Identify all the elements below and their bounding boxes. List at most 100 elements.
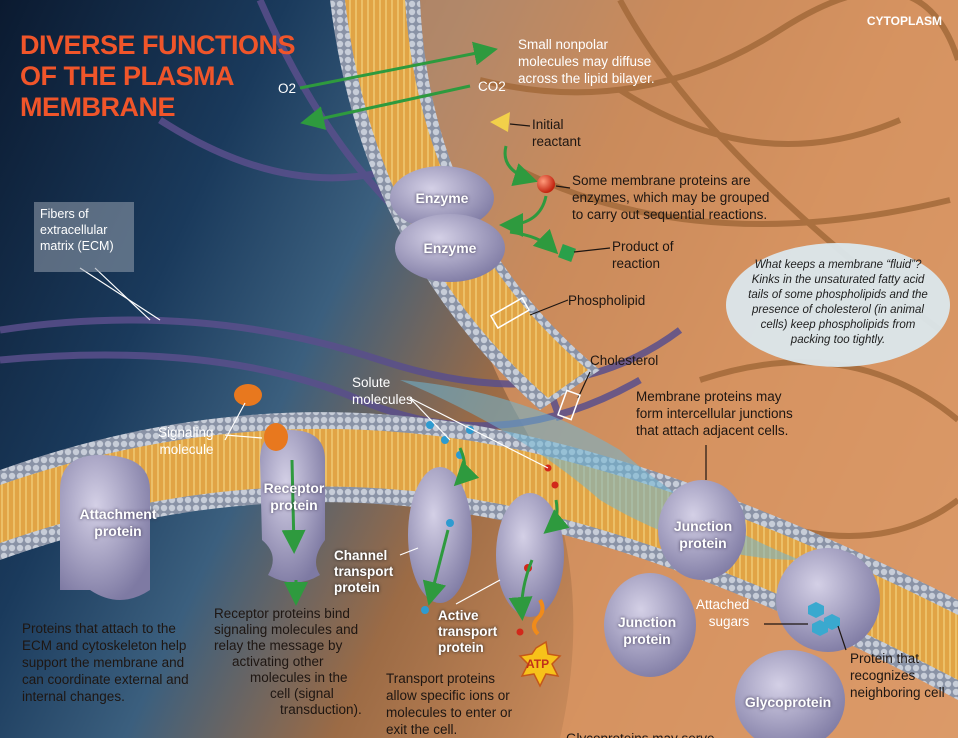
solute-line-2: molecules bbox=[352, 392, 413, 407]
intermediate-molecule bbox=[537, 175, 555, 193]
recognition-protein bbox=[776, 548, 880, 652]
active-transport-label: Active transport protein bbox=[438, 608, 497, 656]
attachment-protein-shape bbox=[60, 455, 150, 600]
sugars-line-2: sugars bbox=[708, 614, 750, 629]
junction-lower-line-1: Junction bbox=[617, 614, 677, 630]
initial-line-2: reactant bbox=[532, 134, 581, 149]
recognition-line-3: neighboring cell bbox=[850, 685, 945, 700]
co2-label: CO2 bbox=[478, 79, 506, 94]
ecm-line-2: extracellular bbox=[40, 223, 108, 237]
active-line-3: protein bbox=[438, 640, 484, 655]
diffusion-line-3: across the lipid bilayer. bbox=[518, 71, 655, 86]
title-line-1: DIVERSE FUNCTIONS bbox=[20, 30, 296, 61]
channel-line-1: Channel bbox=[334, 548, 388, 563]
channel-line-3: protein bbox=[334, 580, 380, 595]
enzyme-note-line-3: to carry out sequential reactions. bbox=[572, 207, 768, 222]
junction-protein-upper bbox=[658, 480, 746, 580]
attachment-protein-label: Attachment protein bbox=[68, 506, 168, 540]
receptor-note-line-2: signaling molecules and bbox=[214, 622, 359, 637]
active-line-2: transport bbox=[438, 624, 498, 639]
recognition-line-2: recognizes bbox=[850, 668, 916, 683]
phospholipid-box bbox=[489, 296, 531, 330]
junction-note-line-2: form intercellular junctions bbox=[636, 406, 793, 421]
diffusion-line-2: molecules may diffuse bbox=[518, 54, 652, 69]
phospholipid-label: Phospholipid bbox=[568, 293, 646, 308]
recognition-line-1: Protein that bbox=[850, 651, 920, 666]
cholesterol-label: Cholesterol bbox=[590, 353, 659, 368]
active-transport-shape bbox=[496, 493, 564, 617]
receptor-protein-label: Receptor protein bbox=[256, 480, 332, 514]
receptor-note-line-5: molecules in the bbox=[250, 670, 348, 685]
receptor-note-line-1: Receptor proteins bind bbox=[214, 606, 350, 621]
enzyme-label-upper: Enzyme bbox=[415, 190, 469, 206]
product-line-1: Product of bbox=[612, 239, 674, 254]
glycoprotein-label: Glycoprotein bbox=[744, 694, 832, 710]
initial-reactant-shape bbox=[490, 112, 510, 132]
ecm-line-3: matrix (ECM) bbox=[40, 239, 114, 253]
leader-lines bbox=[79, 267, 549, 605]
o2-label: O2 bbox=[278, 81, 297, 96]
enzyme-note-line-2: enzymes, which may be grouped bbox=[572, 190, 770, 205]
signaling-label: Signaling molecule bbox=[158, 424, 214, 458]
signaling-line-1: Signaling bbox=[158, 425, 214, 440]
receptor-note-line-6: cell (signal bbox=[270, 686, 334, 701]
attach-note-line-5: internal changes. bbox=[22, 689, 125, 704]
initial-reactant-label: Initial reactant bbox=[532, 116, 581, 150]
atp-burst bbox=[518, 598, 562, 688]
attachment-note: Proteins that attach to the ECM and cyto… bbox=[22, 620, 189, 705]
enzyme-note: Some membrane proteins are enzymes, whic… bbox=[572, 172, 769, 223]
channel-line-2: transport bbox=[334, 564, 394, 579]
product-line-2: reaction bbox=[612, 256, 661, 271]
cytoplasm-label: CYTOPLASM bbox=[866, 14, 942, 28]
solute-line-1: Solute bbox=[352, 375, 391, 390]
sugar-hexagons bbox=[808, 602, 840, 636]
signaling-line-2: molecule bbox=[159, 442, 214, 457]
product-shape bbox=[558, 244, 576, 262]
transport-line-2: allow specific ions or bbox=[386, 688, 510, 703]
channel-protein-shape bbox=[408, 467, 472, 603]
flow-arrows bbox=[281, 41, 570, 621]
diagram-title: DIVERSE FUNCTIONS OF THE PLASMA MEMBRANE bbox=[20, 30, 296, 123]
solute-label: Solute molecules bbox=[352, 374, 413, 408]
attach-note-line-1: Proteins that attach to the bbox=[22, 621, 176, 636]
junction-note-line-1: Membrane proteins may bbox=[636, 389, 782, 404]
diffusion-note: Small nonpolar molecules may diffuse acr… bbox=[518, 36, 655, 87]
attachment-line-2: protein bbox=[94, 523, 142, 539]
transport-line-1: Transport proteins bbox=[386, 671, 496, 686]
transport-line-4: exit the cell. bbox=[386, 722, 458, 737]
fluid-note-bubble bbox=[726, 243, 950, 367]
initial-line-1: Initial bbox=[532, 117, 564, 132]
ecm-label: Fibers of extracellular matrix (ECM) bbox=[34, 202, 134, 272]
sugars-line-1: Attached bbox=[696, 597, 750, 612]
attach-note-line-3: support the membrane and bbox=[22, 655, 185, 670]
junction-protein-lower bbox=[604, 573, 696, 677]
transport-line-3: molecules to enter or bbox=[386, 705, 513, 720]
receptor-line-1: Receptor bbox=[263, 480, 325, 496]
active-line-1: Active bbox=[438, 608, 479, 623]
enzyme-note-line-1: Some membrane proteins are bbox=[572, 173, 751, 188]
receptor-line-2: protein bbox=[270, 497, 318, 513]
attach-note-line-2: ECM and cytoskeleton help bbox=[22, 638, 187, 653]
receptor-note-line-3: relay the message by bbox=[214, 638, 343, 653]
attachment-line-1: Attachment bbox=[79, 506, 157, 522]
ecm-line-1: Fibers of bbox=[40, 207, 89, 221]
title-line-3: MEMBRANE bbox=[20, 92, 176, 123]
recognition-note: Protein that recognizes neighboring cell bbox=[850, 650, 945, 701]
title-line-2: OF THE PLASMA bbox=[20, 61, 235, 92]
enzyme-label-lower: Enzyme bbox=[423, 240, 477, 256]
product-label: Product of reaction bbox=[612, 238, 674, 272]
transport-note: Transport proteins allow specific ions o… bbox=[386, 670, 512, 738]
glycoprotein-shape bbox=[735, 650, 845, 738]
attached-sugars-label: Attached sugars bbox=[696, 596, 749, 630]
junction-lower-line-2: protein bbox=[623, 631, 671, 647]
diffusion-line-1: Small nonpolar bbox=[518, 37, 609, 52]
junction-note-line-3: that attach adjacent cells. bbox=[636, 423, 789, 438]
receptor-note-line-4: activating other bbox=[232, 654, 324, 669]
signaling-molecule-shape bbox=[234, 384, 262, 406]
cholesterol-box bbox=[557, 389, 581, 421]
junction-protein-label-upper: Junction protein bbox=[664, 518, 742, 552]
fluid-note: What keeps a membrane “fluid”? Kinks in … bbox=[748, 259, 928, 346]
channel-transport-label: Channel transport protein bbox=[334, 548, 393, 596]
